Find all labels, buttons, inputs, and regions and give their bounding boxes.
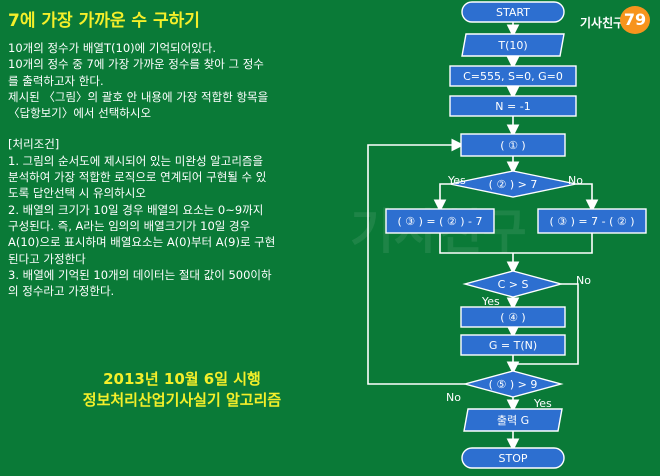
connector xyxy=(433,183,450,213)
logo-text: 기사친구 xyxy=(580,16,625,30)
no-label: No xyxy=(576,274,591,287)
index-init-node: N = -1 xyxy=(449,95,577,117)
decision-3-shape xyxy=(462,370,564,398)
condition-line: 2. 배열의 크기가 10일 경우 배열의 요소는 0~9까지 xyxy=(8,202,264,217)
condition-line: A(10)으로 표시하며 배열요소는 A(0)부터 A(9)로 구현 xyxy=(8,235,276,250)
connector xyxy=(513,283,579,365)
decision-2-label: C > S xyxy=(498,278,529,291)
index-init-label: N = -1 xyxy=(495,100,530,113)
exam-date: 2013년 10월 6일 시행 xyxy=(103,370,261,388)
blank-4-label: ( ④ ) xyxy=(500,311,525,324)
condition-line: 된다고 가정한다 xyxy=(8,251,86,266)
yes-label: Yes xyxy=(447,174,466,187)
condition-line: 구성된다. 즉, A라는 임의의 배열크기가 10일 경우 xyxy=(8,218,251,233)
page-title: 7에 가장 가까운 수 구하기 xyxy=(8,11,200,31)
blank-1-label: ( ① ) xyxy=(500,139,525,152)
left-assign-label: ( ③ ) = ( ② ) - 7 xyxy=(397,215,482,228)
connector xyxy=(576,183,599,213)
right-assign-label: ( ③ ) = 7 - ( ② ) xyxy=(549,215,634,228)
site-logo: 기사친구 79 xyxy=(580,4,656,36)
exam-footer: 2013년 10월 6일 시행 정보처리산업기사실기 알고리즘 xyxy=(22,369,342,411)
no-label: No xyxy=(446,391,461,404)
problem-line: 를 출력하고자 한다. xyxy=(8,73,104,88)
index-init-box xyxy=(449,95,577,117)
stop-label: STOP xyxy=(499,452,528,465)
blank-1-node: ( ① ) xyxy=(460,133,566,157)
stop-terminal xyxy=(461,447,565,469)
loop-connector xyxy=(367,138,465,385)
problem-text: 10개의 정수가 배열T(10)에 기억되어있다. 10개의 정수 중 7에 가… xyxy=(8,40,358,299)
left-assign-box xyxy=(385,208,495,234)
assign-g-label: G = T(N) xyxy=(489,339,537,352)
condition-line: 의 정수라고 가정한다. xyxy=(8,284,115,299)
assign-g-box xyxy=(460,334,566,356)
problem-line: 〈답항보기〉에서 선택하시오 xyxy=(8,106,152,121)
left-assign-node: ( ③ ) = ( ② ) - 7 xyxy=(385,208,495,234)
condition-line: 분석하여 가장 적합한 로직으로 연계되어 구현될 수 있 xyxy=(8,170,267,185)
condition-line: 3. 배열에 기억된 10개의 데이터는 절대 값이 500이하 xyxy=(8,267,272,282)
decision-3-label: ( ⑤ ) > 9 xyxy=(489,378,538,391)
right-assign-node: ( ③ ) = 7 - ( ② ) xyxy=(537,208,647,234)
start-terminal xyxy=(461,1,565,23)
blank-4-box xyxy=(460,306,566,328)
output-node: 출력 G xyxy=(463,408,563,432)
init-box xyxy=(449,65,577,87)
yes-label: Yes xyxy=(533,397,552,410)
decision-1-shape xyxy=(449,170,577,198)
problem-line: 10개의 정수가 배열T(10)에 기억되어있다. xyxy=(8,41,217,55)
stop-node: STOP xyxy=(461,447,565,469)
assign-g-node: G = T(N) xyxy=(460,334,566,356)
start-node: START xyxy=(461,1,565,23)
input-shape xyxy=(461,33,565,57)
right-assign-box xyxy=(537,208,647,234)
input-label: T(10) xyxy=(497,39,527,52)
exam-subject: 정보처리산업기사실기 알고리즘 xyxy=(82,391,282,409)
output-label: 출력 G xyxy=(497,414,529,427)
decision-2-shape xyxy=(462,270,564,298)
init-node: C=555, S=0, G=0 xyxy=(449,65,577,87)
problem-line: 제시된 〈그림〉의 괄호 안 내용에 가장 적합한 항목을 xyxy=(8,89,269,104)
connector xyxy=(439,233,593,254)
start-label: START xyxy=(496,6,530,19)
yes-label: Yes xyxy=(481,295,500,308)
output-shape xyxy=(463,408,563,432)
decision-2: C > S xyxy=(462,270,564,298)
conditions-heading: [처리조건] xyxy=(8,137,60,152)
decision-3: ( ⑤ ) > 9 xyxy=(462,370,564,398)
init-label: C=555, S=0, G=0 xyxy=(463,70,563,83)
decision-1: ( ② ) > 7 xyxy=(449,170,577,198)
condition-line: 도록 답안선택 시 유의하시오 xyxy=(8,186,146,201)
logo-number-badge: 79 xyxy=(620,6,650,34)
problem-line: 10개의 정수 중 7에 가장 가까운 정수를 찾아 그 정수 xyxy=(8,57,264,72)
condition-line: 1. 그림의 순서도에 제시되어 있는 미완성 알고리즘을 xyxy=(8,153,264,168)
blank-4-node: ( ④ ) xyxy=(460,306,566,328)
flow-connectors xyxy=(367,22,599,452)
blank-1-box xyxy=(460,133,566,157)
input-node: T(10) xyxy=(461,33,565,57)
no-label: No xyxy=(568,174,583,187)
decision-1-label: ( ② ) > 7 xyxy=(489,178,538,191)
